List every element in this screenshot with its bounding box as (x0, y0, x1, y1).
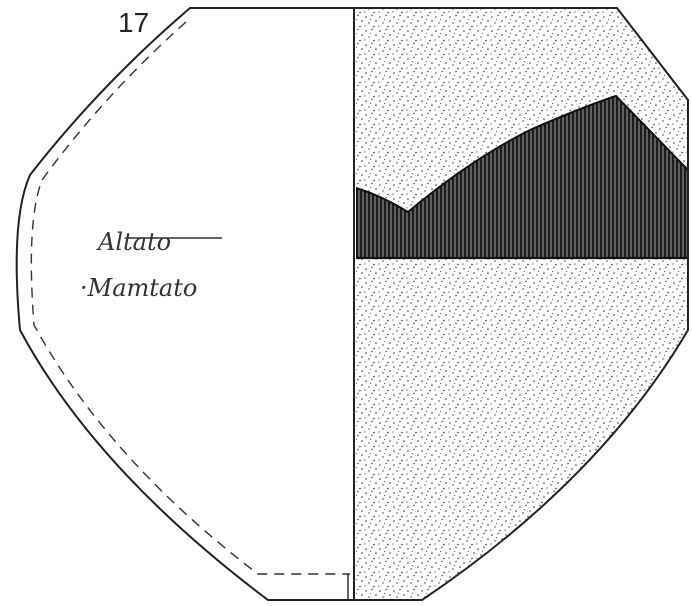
figure-number: 17 (118, 7, 149, 38)
hatched-band (356, 94, 688, 259)
inner-wall-dashed (30, 21, 350, 575)
handwritten-label-1: Altato (96, 228, 171, 256)
exterior-view (356, 8, 688, 600)
vessel-outline (15, 7, 689, 601)
handwritten-label-2: ·Mamtato (80, 274, 197, 302)
profile-view (15, 7, 689, 601)
exterior-stipple-fill (356, 8, 688, 600)
